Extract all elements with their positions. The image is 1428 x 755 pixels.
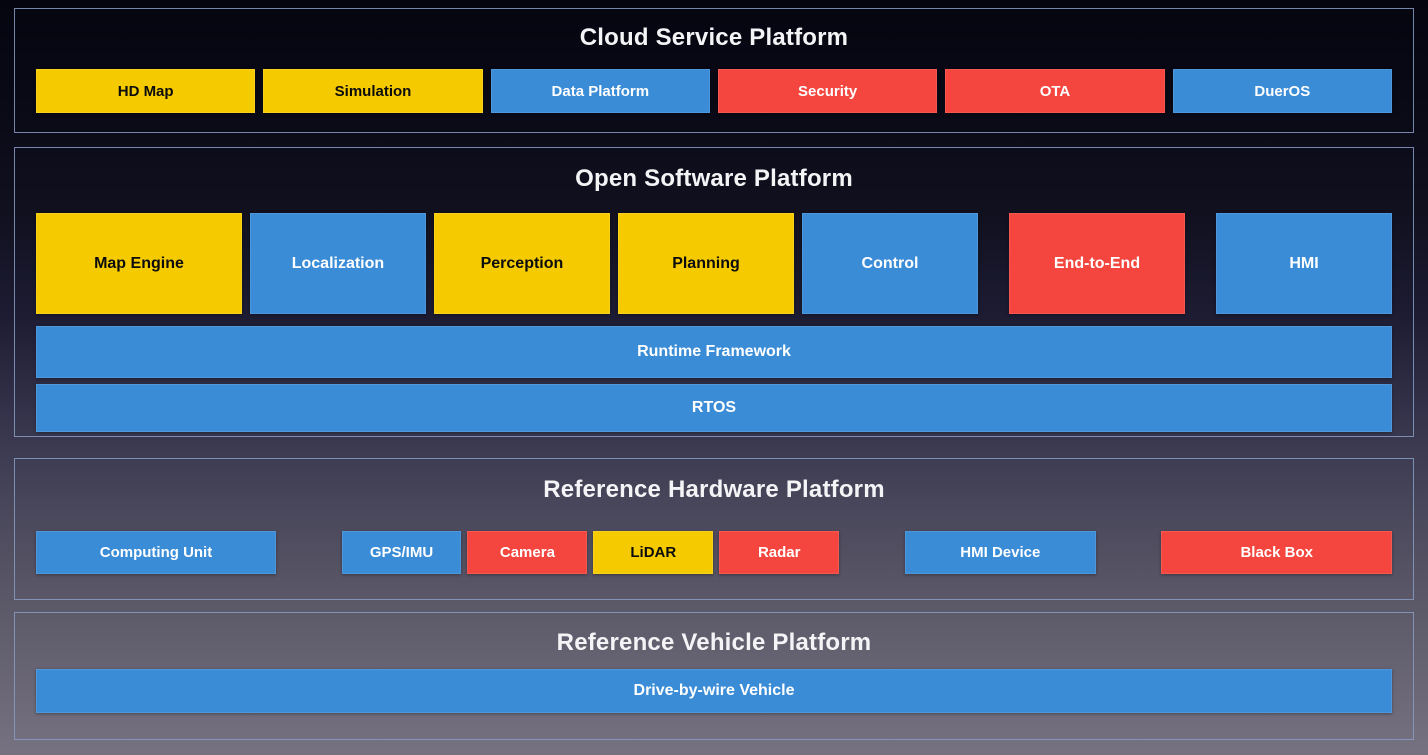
box-localization: Localization <box>249 213 426 314</box>
box-dueros: DuerOS <box>1172 69 1392 113</box>
reference-vehicle-platform-title: Reference Vehicle Platform <box>556 629 872 656</box>
vehicle-row: Drive-by-wire Vehicle <box>36 669 1392 713</box>
box-end-to-end: End-to-End <box>1009 213 1186 314</box>
reference-hardware-platform-title: Reference Hardware Platform <box>543 476 885 503</box>
software-modules-row: Map Engine Localization Perception Plann… <box>36 213 1393 314</box>
box-data-platform: Data Platform <box>490 69 710 113</box>
box-black-box: Black Box <box>1161 531 1392 574</box>
sensor-group: GPS/IMU Camera LiDAR Radar <box>341 531 840 574</box>
box-camera: Camera <box>467 531 588 574</box>
box-radar: Radar <box>719 531 840 574</box>
section-reference-hardware-platform: Reference Hardware Platform Computing Un… <box>14 458 1414 600</box>
box-ota: OTA <box>945 69 1165 113</box>
box-lidar: LiDAR <box>593 531 714 574</box>
section-open-software-platform: Open Software Platform Map Engine Locali… <box>14 147 1414 437</box>
box-hd-map: HD Map <box>36 69 256 113</box>
box-computing-unit: Computing Unit <box>36 531 276 574</box>
hardware-row: Computing Unit GPS/IMU Camera LiDAR Rada… <box>36 531 1392 574</box>
box-control: Control <box>801 213 978 314</box>
box-hmi: HMI <box>1216 213 1393 314</box>
bar-runtime-framework: Runtime Framework <box>36 326 1392 378</box>
section-cloud-service-platform: Cloud Service Platform HD Map Simulation… <box>14 8 1414 133</box>
box-simulation: Simulation <box>263 69 483 113</box>
box-perception: Perception <box>433 213 610 314</box>
bar-rtos: RTOS <box>36 384 1392 432</box>
box-map-engine: Map Engine <box>36 213 242 314</box>
cloud-service-row: HD Map Simulation Data Platform Security… <box>36 69 1392 113</box>
box-security: Security <box>717 69 938 113</box>
box-hmi-device: HMI Device <box>904 531 1096 574</box>
cloud-service-platform-title: Cloud Service Platform <box>579 24 849 51</box>
box-planning: Planning <box>617 213 794 314</box>
section-reference-vehicle-platform: Reference Vehicle Platform Drive-by-wire… <box>14 612 1414 740</box>
box-gps-imu: GPS/IMU <box>341 531 462 574</box>
open-software-platform-title: Open Software Platform <box>575 165 853 192</box>
bar-drive-by-wire-vehicle: Drive-by-wire Vehicle <box>36 669 1392 713</box>
